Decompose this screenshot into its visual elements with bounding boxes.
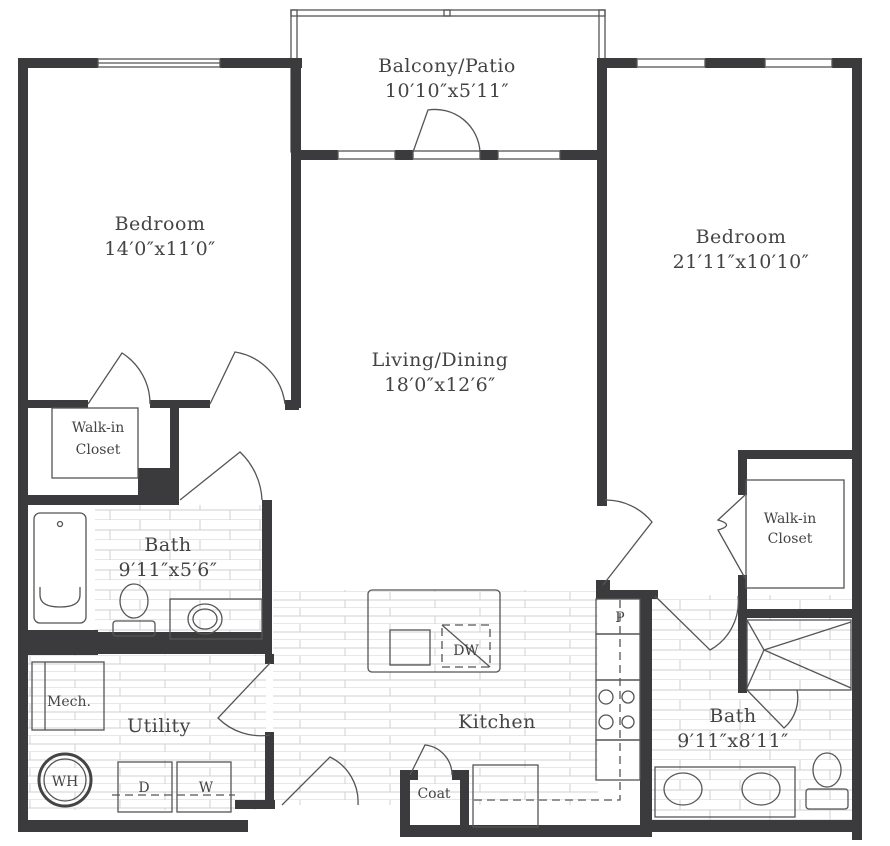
bath-left-name: Bath [144,534,191,556]
balcony-name: Balcony/Patio [378,55,516,77]
closet-shelf-right [745,479,845,589]
bedroom-left-size: 14′0″x11′0″ [104,238,216,260]
bedroom-right-name: Bedroom [696,226,787,248]
water-heater-label: WH [52,774,79,790]
mech-closet [31,661,105,731]
closet-right-line2: Closet [768,531,813,547]
dryer-label: D [138,780,149,796]
bath-left-size: 9′11″x5′6″ [119,559,218,581]
water-heater [37,752,93,808]
fridge [472,764,539,828]
balcony-size: 10′10″x5′11″ [385,80,509,102]
closet-shelf-left [51,407,139,479]
toilet [119,583,149,619]
bath-right-size: 9′11″x8′11″ [677,730,789,752]
dryer [117,761,173,813]
double-vanity [654,766,796,818]
shower [746,619,852,691]
vanity [169,598,263,640]
closet-right-line1: Walk-in [764,511,816,527]
coat-closet-label: Coat [417,786,450,802]
living-size: 18′0″x12′6″ [384,374,496,396]
washer-label: W [199,780,214,796]
closet-left-line1: Walk-in [72,420,124,436]
bedroom-left-name: Bedroom [115,213,206,235]
toilet-right [812,752,842,788]
closet-left-line2: Closet [76,442,121,458]
washer [176,761,232,813]
range [595,679,641,741]
kitchen-island [367,589,501,673]
doors [87,108,799,806]
living-name: Living/Dining [372,349,509,371]
kitchen-name: Kitchen [458,711,536,733]
dishwasher-label: DW [453,643,479,659]
utility-name: Utility [127,715,191,737]
room-labels: Balcony/Patio 10′10″x5′11″ Bedroom 14′0″… [47,55,816,802]
kitchen-sink [389,629,431,666]
fixtures [31,407,852,828]
sink [187,603,223,635]
mech-label: Mech. [47,694,91,710]
walls [18,58,862,840]
windows [97,58,833,160]
bedroom-right-size: 21′11″x10′10″ [673,251,810,273]
bathtub [33,512,87,624]
pantry-label: P [615,610,624,626]
bath-right-name: Bath [709,705,756,727]
